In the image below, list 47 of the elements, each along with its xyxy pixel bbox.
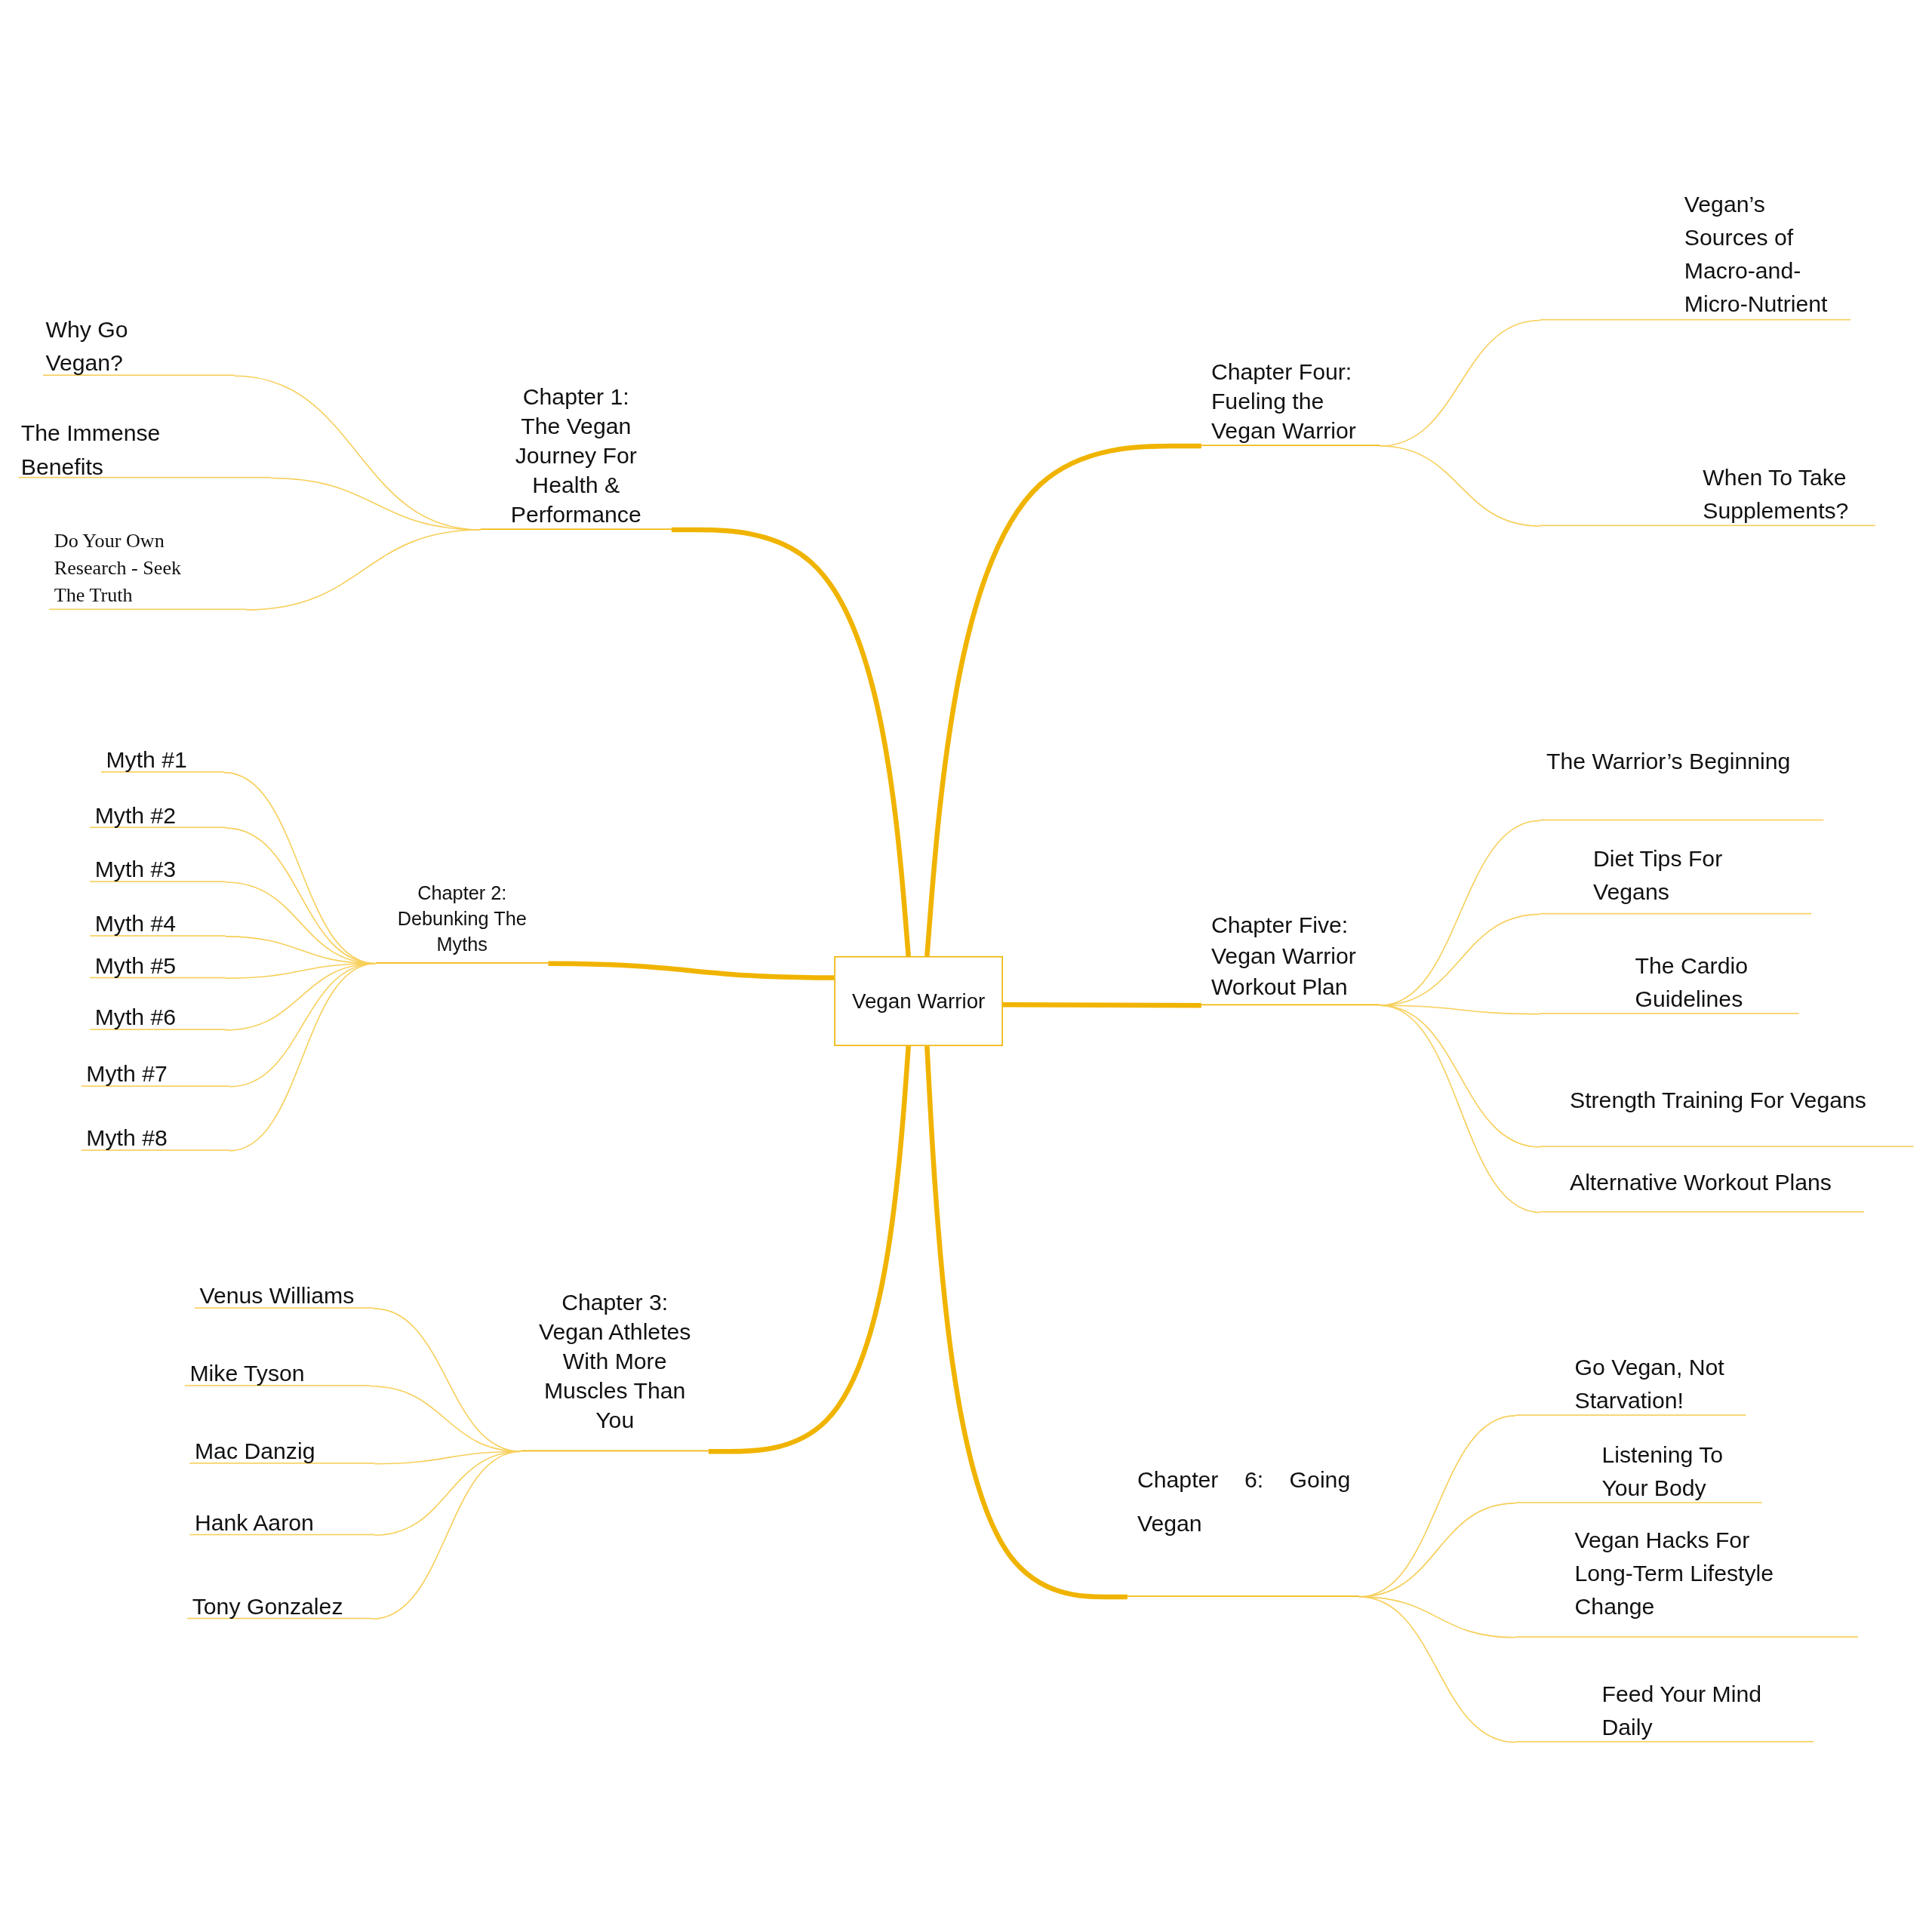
topic-text: The Warrior’s Beginning: [1546, 747, 1792, 776]
topic-text: Myth #4: [94, 909, 177, 938]
topic-text: Venus Williams: [199, 1281, 355, 1310]
topic-text: Chapter 1: The Vegan Journey For Health & Performance: [509, 382, 642, 529]
topic-text: Myth #3: [94, 855, 177, 884]
branch-line: [228, 962, 377, 1152]
topic-text: Mac Danzig: [194, 1437, 316, 1466]
central-topic-box: [834, 955, 1003, 1047]
topic-text: When To Take Supplements?: [1703, 463, 1850, 525]
topic-text: Diet Tips For Vegans: [1593, 844, 1724, 906]
topic-text: Chapter Five: Vegan Warrior Workout Plan: [1211, 911, 1357, 1001]
topic-text: Chapter 2: Debunking The Myths: [396, 881, 528, 957]
topic-text: Strength Training For Vegans: [1570, 1086, 1867, 1115]
topic-text: Myth #1: [106, 746, 188, 774]
topic-text: Vegan’s Sources of Macro-and-Micro-Nutrient: [1684, 190, 1829, 318]
branch-line: [548, 961, 835, 980]
branch-line: [245, 529, 481, 611]
topic-text: Alternative Workout Plans: [1570, 1168, 1832, 1197]
branch-line: [671, 527, 911, 957]
topic-text: Myth #2: [94, 801, 177, 830]
topic-text: Why Go Vegan?: [45, 315, 129, 377]
topic-text: Feed Your Mind Daily: [1601, 1679, 1763, 1742]
topic-text: Tony Gonzalez: [192, 1592, 344, 1621]
topic-text: Do Your Own Research - Seek The Truth: [54, 529, 183, 607]
topic-text: Chapter Four: Fueling the Vegan Warrior: [1211, 358, 1357, 445]
topic-text: Chapter 3: Vegan Athletes With More Muscles Than You: [537, 1287, 692, 1435]
topic-text: The Immense Benefits: [20, 419, 162, 481]
branch-line: [1379, 445, 1541, 527]
branch-line: [1379, 1004, 1541, 1015]
topic-text: Hank Aaron: [194, 1509, 315, 1537]
topic-text: Myth #5: [94, 952, 177, 980]
topic-title: Vegan Warrior: [851, 989, 986, 1015]
topic-text: Chapter 6: Going Vegan: [1137, 1465, 1352, 1538]
branch-line: [374, 1451, 522, 1537]
branch-line: [374, 1451, 522, 1465]
branch-line: [371, 1451, 522, 1620]
topic-text: Vegan Hacks For Long-Term Lifestyle Change: [1574, 1525, 1775, 1621]
topic-text: Mike Tyson: [189, 1359, 306, 1388]
topic-text: The Cardio Guidelines: [1635, 952, 1749, 1014]
topic-text: Myth #7: [86, 1060, 168, 1088]
branch-line: [708, 1045, 911, 1454]
topic-text: Myth #6: [94, 1003, 177, 1032]
topic-text: Go Vegan, Not Starvation!: [1574, 1353, 1725, 1415]
topic-text: Listening To Your Body: [1601, 1441, 1724, 1503]
topic-text: Myth #8: [86, 1124, 168, 1152]
branch-line: [1379, 1004, 1541, 1214]
branch-line: [1358, 1596, 1516, 1743]
